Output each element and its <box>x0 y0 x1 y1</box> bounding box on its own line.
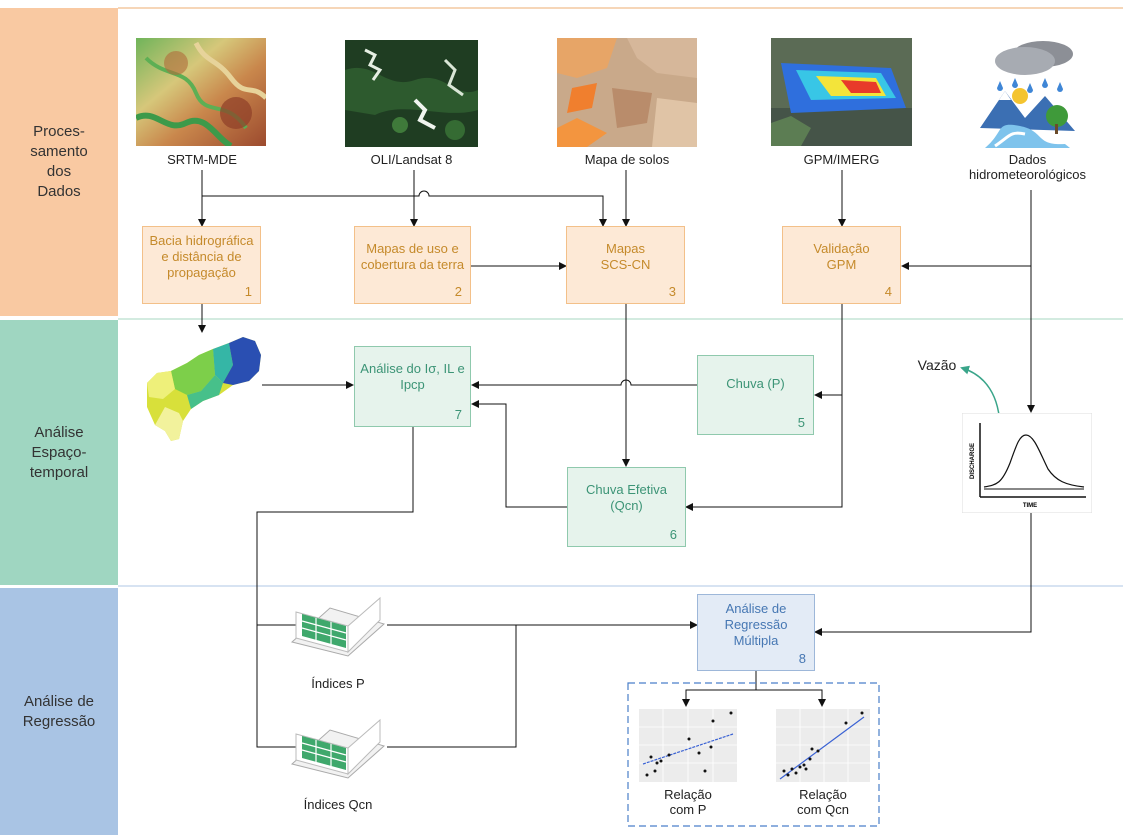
box-gpm-validation-text: Validação GPM <box>813 241 870 272</box>
box-multiple-regression: Análise de Regressão Múltipla 8 <box>697 594 815 671</box>
box-rainfall: Chuva (P) 5 <box>697 355 814 435</box>
soil-map-caption: Mapa de solos <box>584 152 670 167</box>
box-gpm-validation-number: 4 <box>884 284 892 299</box>
vazao-label: Vazão <box>917 357 957 373</box>
box-watershed-number: 1 <box>244 284 252 299</box>
box-scs-cn-number: 3 <box>668 284 676 299</box>
hydromet-icon <box>980 41 1075 148</box>
scatter-qcn-image <box>776 709 870 782</box>
soil-map-image <box>557 38 697 147</box>
watershed-map-image <box>147 337 261 441</box>
lane-processing-label: Proces- samento dos Dados <box>0 8 118 316</box>
hydromet-caption: Dados hidrometeorológicos <box>968 152 1087 182</box>
lane-regression-label: Análise de Regressão <box>0 588 118 835</box>
box-effective-rainfall: Chuva Efetiva (Qcn) 6 <box>567 467 686 547</box>
box-rainfall-number: 5 <box>797 415 805 430</box>
box-effective-rainfall-text: Chuva Efetiva (Qcn) <box>586 482 667 513</box>
relation-p-caption: Relação com P <box>664 787 712 817</box>
scatter-p-image <box>639 709 737 782</box>
hydrograph-xlabel: TIME <box>1023 503 1037 509</box>
lane-divider-2 <box>118 585 1123 587</box>
srtm-caption: SRTM-MDE <box>167 152 237 167</box>
gpm-caption: GPM/IMERG <box>803 152 880 167</box>
relations-container <box>627 682 880 827</box>
lane-spatiotemporal-label: Análise Espaço- temporal <box>0 320 118 585</box>
box-effective-rainfall-number: 6 <box>669 527 677 542</box>
box-analysis-indices-text: Análise do Iσ, IL e Ipcp <box>360 361 465 392</box>
spreadsheet-qcn-icon <box>290 718 386 779</box>
indices-p-caption: Índices P <box>311 676 365 691</box>
box-rainfall-text: Chuva (P) <box>726 376 785 391</box>
indices-qcn-caption: Índices Qcn <box>303 797 373 812</box>
spreadsheet-p-icon <box>290 596 386 657</box>
box-watershed-text: Bacia hidrográfica e distância de propag… <box>149 233 254 280</box>
landsat-image <box>345 40 478 147</box>
box-land-use-number: 2 <box>454 284 462 299</box>
box-analysis-indices-number: 7 <box>454 407 462 422</box>
lane-divider-1 <box>118 318 1123 320</box>
box-scs-cn-text: Mapas SCS-CN <box>600 241 651 272</box>
hydrograph-ylabel: DISCHARGE <box>970 443 976 479</box>
lane-divider-top <box>118 7 1123 9</box>
box-land-use: Mapas de uso e cobertura da terra 2 <box>354 226 471 304</box>
box-scs-cn: Mapas SCS-CN 3 <box>566 226 685 304</box>
gpm-image <box>771 38 912 146</box>
relation-qcn-caption: Relação com Qcn <box>796 787 849 817</box>
box-land-use-text: Mapas de uso e cobertura da terra <box>360 241 465 272</box>
hydrograph-image: DISCHARGE TIME <box>962 413 1092 513</box>
box-multiple-regression-text: Análise de Regressão Múltipla <box>724 601 788 648</box>
box-gpm-validation: Validação GPM 4 <box>782 226 901 304</box>
box-analysis-indices: Análise do Iσ, IL e Ipcp 7 <box>354 346 471 427</box>
srtm-dem-image <box>136 38 266 146</box>
box-multiple-regression-number: 8 <box>798 651 806 666</box>
landsat-caption: OLI/Landsat 8 <box>370 152 453 167</box>
box-watershed: Bacia hidrográfica e distância de propag… <box>142 226 261 304</box>
